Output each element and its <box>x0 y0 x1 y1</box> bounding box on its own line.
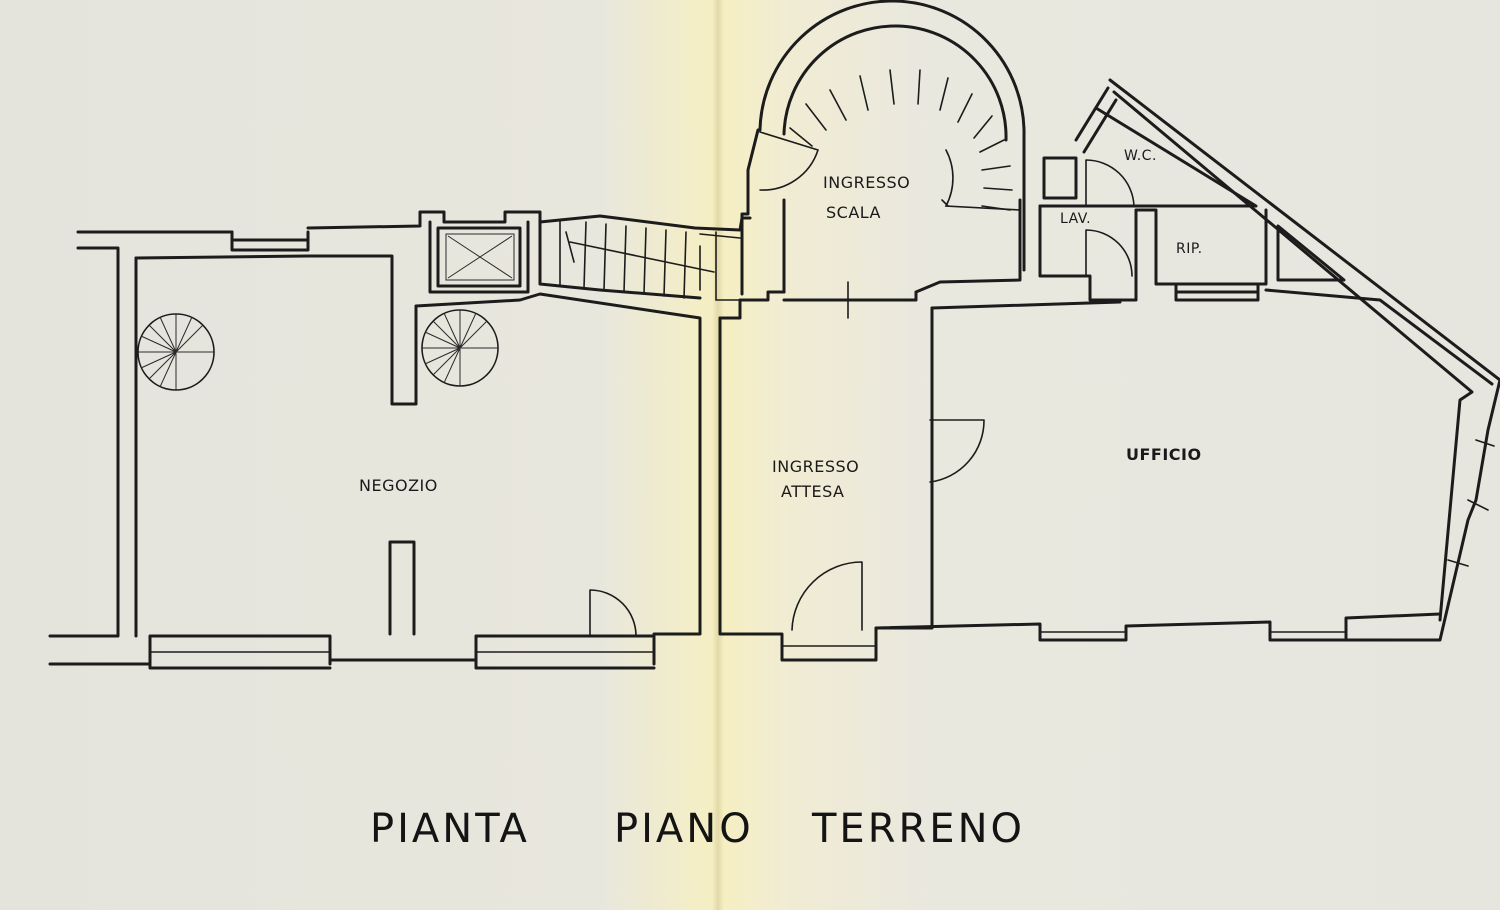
label-negozio: NEGOZIO <box>359 476 438 495</box>
title-word-2: PIANO <box>614 806 754 852</box>
label-lav: LAV. <box>1060 211 1091 227</box>
label-ingresso-attesa-2: ATTESA <box>781 482 844 501</box>
title-word-1: PIANTA <box>370 806 530 852</box>
label-ingresso-attesa-1: INGRESSO <box>772 457 859 476</box>
spiral-stair-1 <box>137 313 215 391</box>
plan-title: PIANTA PIANO TERRENO <box>360 806 1060 866</box>
wall-lines <box>48 210 752 670</box>
room-labels: NEGOZIO INGRESSO ATTESA INGRESSO SCALA U… <box>359 148 1203 501</box>
label-ufficio: UFFICIO <box>1126 445 1202 464</box>
label-rip: RIP. <box>1176 241 1203 257</box>
label-ingresso-scala-2: SCALA <box>826 203 881 222</box>
spiral-stair-2 <box>421 309 499 387</box>
label-ingresso-scala-1: INGRESSO <box>823 173 910 192</box>
title-word-3: TERRENO <box>812 806 1025 852</box>
wall-lines-right <box>718 0 1500 662</box>
label-wc: W.C. <box>1124 148 1157 164</box>
